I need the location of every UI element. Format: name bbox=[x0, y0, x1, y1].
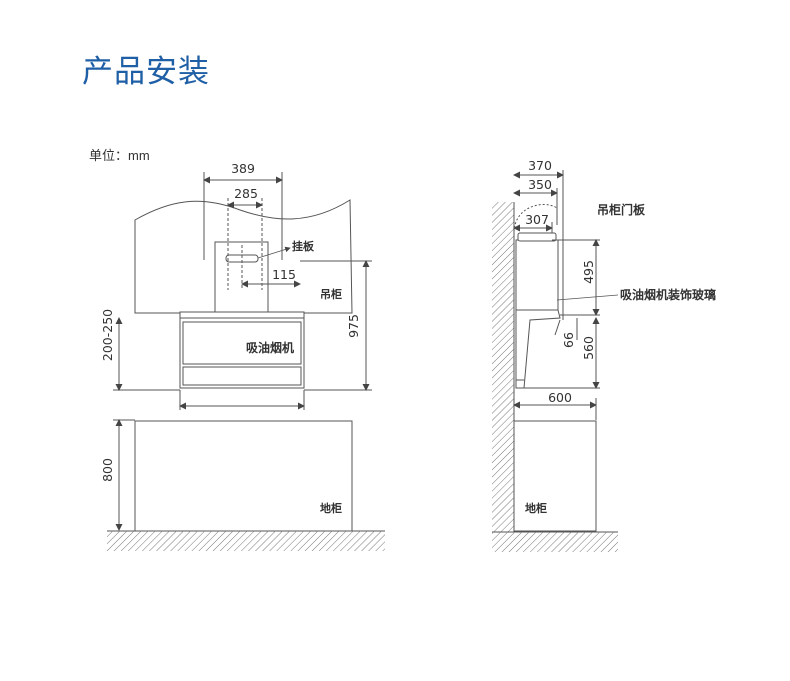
dim-66: 66 bbox=[561, 332, 576, 348]
label-door-panel: 吊柜门板 bbox=[597, 202, 646, 217]
dim-285: 285 bbox=[234, 186, 258, 201]
dim-115: 115 bbox=[272, 267, 296, 282]
dim-975: 975 bbox=[346, 314, 361, 338]
dim-600: 600 bbox=[548, 390, 572, 405]
side-floor-hatch bbox=[492, 532, 618, 552]
side-view bbox=[492, 170, 619, 552]
dim-560: 560 bbox=[581, 336, 596, 360]
floor-hatch bbox=[107, 531, 385, 551]
front-view bbox=[107, 172, 385, 551]
dim-495: 495 bbox=[581, 260, 596, 284]
wall-hatch bbox=[492, 202, 514, 532]
label-floor-cabinet-front: 地柜 bbox=[320, 501, 342, 515]
label-wall-cabinet: 吊柜 bbox=[320, 287, 342, 301]
floor-cabinet-side bbox=[513, 420, 597, 532]
hood-lower-body bbox=[515, 309, 561, 389]
dim-370: 370 bbox=[528, 158, 552, 173]
hood-upper-box bbox=[515, 239, 559, 311]
range-hood-body bbox=[179, 311, 305, 389]
label-hook: 挂板 bbox=[292, 239, 315, 253]
dim-800: 800 bbox=[100, 458, 115, 482]
page-title: 产品安装 bbox=[82, 54, 210, 90]
dim-389: 389 bbox=[231, 161, 255, 176]
dim-200-250: 200-250 bbox=[100, 309, 115, 361]
dim-307: 307 bbox=[525, 212, 549, 227]
dim-350: 350 bbox=[528, 177, 552, 192]
unit-label: 单位：mm bbox=[89, 148, 150, 163]
label-range-hood: 吸油烟机 bbox=[246, 340, 294, 355]
label-decorative-glass: 吸油烟机装饰玻璃 bbox=[620, 287, 716, 302]
label-floor-cabinet-side: 地柜 bbox=[525, 501, 547, 515]
floor-cabinet bbox=[134, 420, 353, 532]
